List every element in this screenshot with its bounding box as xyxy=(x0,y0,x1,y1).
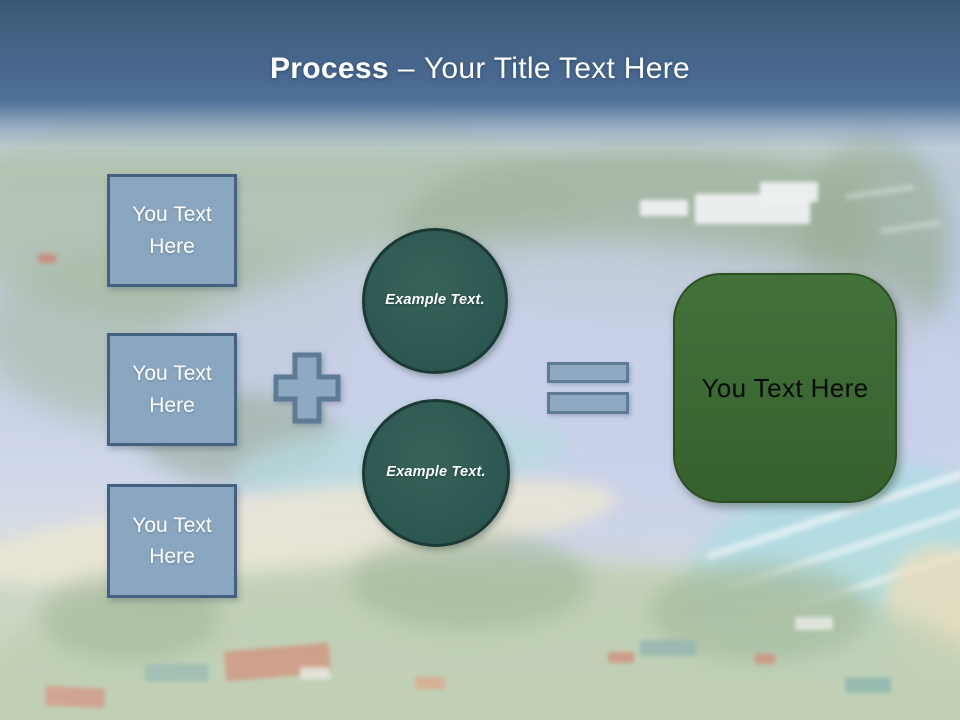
example-circle-2[interactable]: Example Text. xyxy=(362,399,510,547)
photo-roof xyxy=(145,664,209,682)
title-emphasis: Process xyxy=(269,52,389,85)
result-box[interactable]: You Text Here xyxy=(673,273,897,503)
photo-roof xyxy=(44,685,106,709)
plus-icon[interactable] xyxy=(270,349,344,427)
photo-roof xyxy=(608,652,634,663)
example-circle-1-label: Example Text. xyxy=(385,292,485,309)
example-circle-1[interactable]: Example Text. xyxy=(362,228,508,374)
photo-roof xyxy=(845,677,891,693)
example-circle-2-label: Example Text. xyxy=(386,464,486,481)
photo-foam xyxy=(845,185,915,199)
title-banner xyxy=(0,0,960,165)
input-box-1-label: You Text Here xyxy=(132,203,212,258)
photo-roof xyxy=(640,640,696,656)
photo-tree-clump xyxy=(650,562,870,662)
photo-roof xyxy=(415,677,445,689)
slide-title[interactable]: Process–Your Title Text Here xyxy=(0,52,960,86)
title-dash: – xyxy=(397,52,415,85)
photo-sand xyxy=(872,534,960,691)
photo-foam xyxy=(725,508,960,592)
photo-roof xyxy=(755,654,775,664)
equals-bar-bottom xyxy=(547,392,629,414)
equals-bar-top xyxy=(547,362,629,383)
input-box-3[interactable]: You Text Here xyxy=(107,484,237,598)
input-box-3-label: You Text Here xyxy=(132,513,212,569)
input-box-1[interactable]: You Text Here xyxy=(107,174,237,287)
photo-tree-clump xyxy=(350,532,590,632)
photo-foam xyxy=(880,220,940,234)
photo-foam xyxy=(749,548,960,626)
input-box-2[interactable]: You Text Here xyxy=(107,333,237,446)
result-box-label: You Text Here xyxy=(701,372,869,403)
photo-roof xyxy=(223,642,332,682)
input-box-2-label: You Text Here xyxy=(132,362,212,417)
equals-icon[interactable] xyxy=(547,362,629,414)
photo-resort-buildings xyxy=(640,182,830,234)
photo-roof xyxy=(300,667,330,679)
photo-roof xyxy=(795,617,833,630)
photo-roof xyxy=(38,254,56,263)
photo-beach xyxy=(0,456,623,609)
title-rest: Your Title Text Here xyxy=(423,52,690,85)
